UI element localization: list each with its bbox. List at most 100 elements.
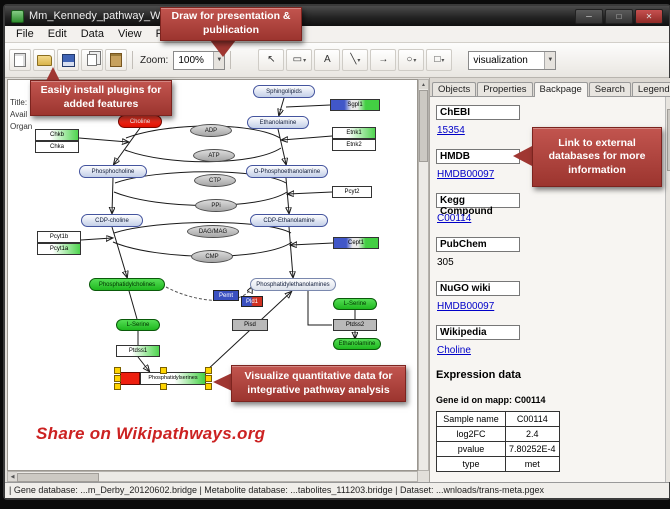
node-ethanolamine-top[interactable]: Ethanolamine bbox=[247, 116, 309, 129]
pathway-edge bbox=[128, 290, 138, 320]
node-l-serine-left[interactable]: L-Serine bbox=[116, 319, 160, 331]
label-tool-button[interactable]: A bbox=[314, 49, 341, 71]
node-etnk1[interactable]: Etnk1 bbox=[332, 127, 376, 139]
chevron-down-icon[interactable]: ▾ bbox=[413, 57, 417, 64]
db-link[interactable]: Choline bbox=[437, 345, 471, 356]
copy-button[interactable] bbox=[81, 49, 103, 71]
new-button[interactable] bbox=[9, 49, 31, 71]
menu-view[interactable]: View bbox=[117, 28, 142, 40]
chevron-down-icon[interactable]: ▼ bbox=[544, 51, 556, 69]
sidebar-scroll-thumb[interactable] bbox=[666, 109, 670, 171]
node-pisd[interactable]: Pisd bbox=[232, 319, 268, 331]
node-phosphocholine[interactable]: Phosphocholine bbox=[79, 165, 147, 178]
node-dag-mag[interactable]: DAG/MAG bbox=[187, 225, 239, 238]
vertical-scroll-thumb[interactable] bbox=[419, 90, 428, 162]
open-button[interactable] bbox=[33, 49, 55, 71]
maximize-button[interactable]: □ bbox=[605, 8, 633, 24]
expression-cell: pvalue bbox=[436, 441, 506, 457]
selection-handle[interactable] bbox=[159, 367, 167, 374]
tab-backpage[interactable]: Backpage bbox=[533, 82, 588, 97]
selection-handle[interactable] bbox=[159, 383, 167, 390]
save-button[interactable] bbox=[57, 49, 79, 71]
node-pemt[interactable]: Pemt bbox=[213, 290, 239, 301]
db-link[interactable]: HMDB00097 bbox=[437, 301, 495, 312]
selection-handle[interactable] bbox=[205, 383, 212, 390]
chevron-down-icon[interactable]: ▾ bbox=[441, 57, 445, 64]
node-o-phosphoethanolamine[interactable]: O-Phosphoethanolamine bbox=[246, 165, 328, 178]
callout-install-plugins: Easily install plugins for added feature… bbox=[30, 80, 172, 116]
canvas-horizontal-scrollbar[interactable]: ◀ bbox=[7, 471, 418, 482]
close-button[interactable]: ✕ bbox=[635, 8, 663, 24]
scroll-left-icon[interactable]: ◀ bbox=[8, 472, 17, 481]
sidebar-scrollbar[interactable] bbox=[664, 97, 670, 482]
callout-arrow-up-icon bbox=[46, 67, 60, 81]
horizontal-scroll-thumb[interactable] bbox=[17, 473, 99, 482]
node-phosphatidylethanolamines[interactable]: Phosphatidylethanolamines bbox=[250, 278, 336, 291]
selection-handle[interactable] bbox=[205, 375, 212, 382]
db-header: NuGO wiki bbox=[436, 281, 520, 296]
zoom-combobox[interactable]: 100% ▼ bbox=[173, 50, 226, 70]
selection-handle[interactable] bbox=[114, 383, 121, 390]
canvas-vertical-scrollbar[interactable]: ▲ bbox=[418, 79, 429, 471]
menu-data[interactable]: Data bbox=[80, 28, 104, 40]
line-tool-icon: ╲ bbox=[350, 54, 357, 65]
selection-handle[interactable] bbox=[114, 375, 121, 382]
datanode-tool-button[interactable]: ▭▾ bbox=[286, 49, 313, 71]
chevron-down-icon[interactable]: ▾ bbox=[357, 57, 361, 64]
selection-handle[interactable] bbox=[205, 367, 212, 374]
node-pcyt1a[interactable]: Pcyt1a bbox=[37, 243, 81, 255]
db-link[interactable]: C00114 bbox=[437, 213, 472, 224]
node-ethanolamine-right[interactable]: Ethanolamine bbox=[333, 338, 381, 350]
chevron-down-icon[interactable]: ▾ bbox=[303, 57, 307, 64]
node-choline[interactable]: Choline bbox=[118, 115, 162, 128]
node-cmp[interactable]: CMP bbox=[191, 250, 233, 263]
selection-tool-button[interactable]: ↖ bbox=[258, 49, 285, 71]
tab-search[interactable]: Search bbox=[588, 82, 631, 96]
node-ppi[interactable]: PPi bbox=[195, 199, 237, 212]
pathway-edge bbox=[80, 238, 112, 240]
node-chka[interactable]: Chka bbox=[35, 141, 79, 153]
node-ptdss2[interactable]: Ptdss2 bbox=[333, 319, 377, 331]
chevron-down-icon[interactable]: ▼ bbox=[213, 51, 225, 69]
scroll-up-icon[interactable]: ▲ bbox=[419, 80, 428, 89]
zoom-value: 100% bbox=[178, 54, 204, 66]
node-pcyt2[interactable]: Pcyt2 bbox=[332, 186, 372, 198]
node-cept1[interactable]: Cept1 bbox=[333, 237, 379, 249]
tab-objects[interactable]: Objects bbox=[432, 82, 477, 96]
node-atp[interactable]: ATP bbox=[193, 149, 235, 162]
node-ptdss1[interactable]: Ptdss1 bbox=[116, 345, 160, 357]
line-tool-button[interactable]: ╲▾ bbox=[342, 49, 369, 71]
paste-button[interactable] bbox=[105, 49, 127, 71]
node-chkb[interactable]: Chkb bbox=[35, 129, 79, 141]
menu-edit[interactable]: Edit bbox=[47, 28, 67, 40]
node-cdp-choline[interactable]: CDP-choline bbox=[81, 214, 143, 227]
node-adp[interactable]: ADP bbox=[190, 124, 232, 137]
node-cdp-ethanolamine[interactable]: CDP-Ethanolamine bbox=[250, 214, 328, 227]
node-phosphatidylcholines[interactable]: Phosphatidylcholines bbox=[89, 278, 165, 291]
node-pld1[interactable]: Pld1 bbox=[241, 296, 263, 307]
node-ctp[interactable]: CTP bbox=[194, 174, 236, 187]
pathway-edge bbox=[288, 192, 333, 194]
menu-file[interactable]: File bbox=[16, 28, 34, 40]
minimize-button[interactable]: ─ bbox=[575, 8, 603, 24]
node-phosphatidylserines[interactable]: Phosphatidylserines bbox=[140, 372, 206, 385]
oval-tool-button[interactable]: ○▾ bbox=[398, 49, 425, 71]
node-sphingolipids[interactable]: Sphingolipids bbox=[253, 85, 315, 98]
node-expression-cell[interactable] bbox=[120, 372, 140, 385]
db-link[interactable]: HMDB00097 bbox=[437, 169, 495, 180]
node-l-serine-right[interactable]: L-Serine bbox=[333, 298, 377, 310]
title-bar[interactable]: Mm_Kennedy_pathway_WP1771_45176.gp ─ □ ✕ bbox=[5, 6, 669, 26]
node-sgpl1[interactable]: Sgpl1 bbox=[330, 99, 380, 111]
node-etnk2[interactable]: Etnk2 bbox=[332, 139, 376, 151]
arrow-tool-button[interactable]: → bbox=[370, 49, 397, 71]
node-pcyt1b[interactable]: Pcyt1b bbox=[37, 231, 81, 243]
db-link[interactable]: 15354 bbox=[437, 125, 465, 136]
visualization-combobox[interactable]: visualization ▼ bbox=[468, 50, 557, 70]
tab-legend[interactable]: Legend bbox=[631, 82, 670, 96]
selection-handle[interactable] bbox=[114, 367, 121, 374]
tab-properties[interactable]: Properties bbox=[477, 82, 533, 96]
rect-tool-button[interactable]: □▾ bbox=[426, 49, 453, 71]
